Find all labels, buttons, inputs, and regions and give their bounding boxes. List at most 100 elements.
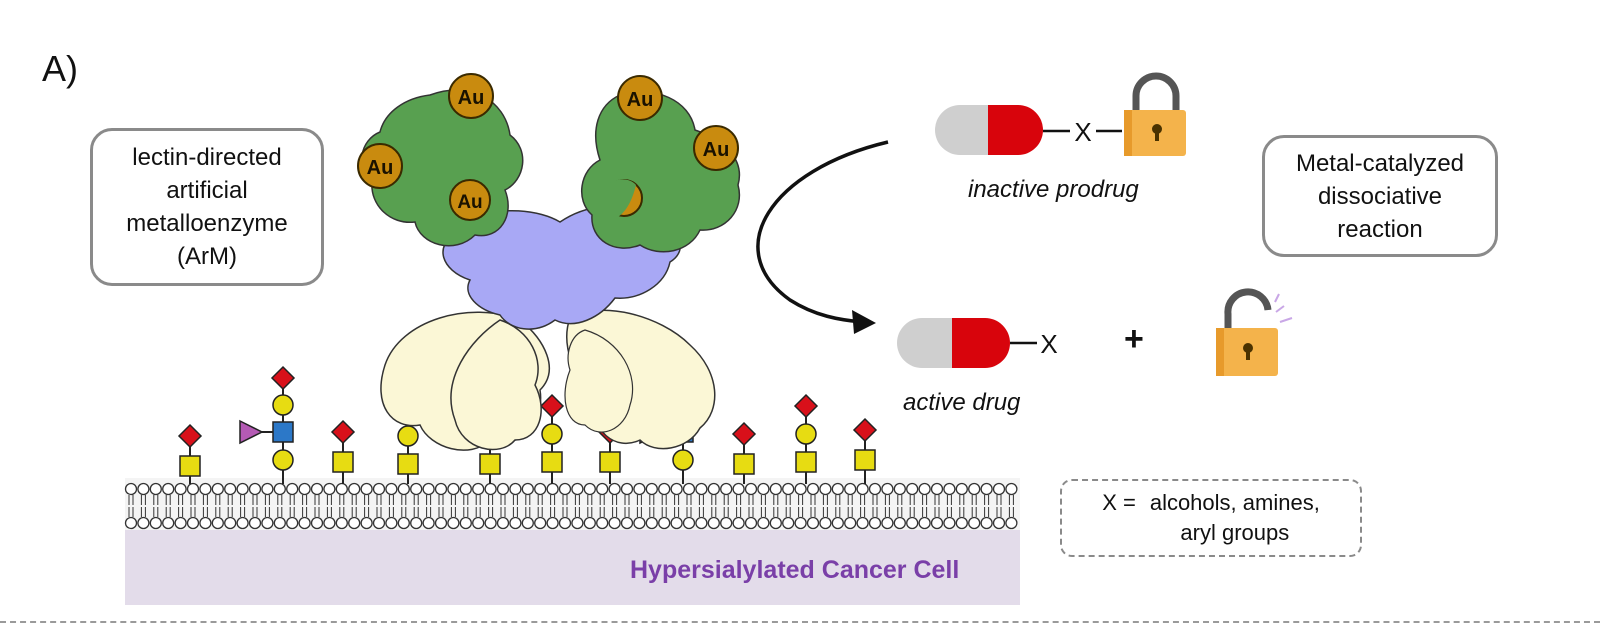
lipid-head-bottom <box>273 516 286 530</box>
lipid-tail-bottom <box>587 507 593 517</box>
lipid-tail-top <box>388 495 394 505</box>
lipid-head-bottom <box>583 516 596 530</box>
lipid-tail-top <box>178 495 184 505</box>
prodrug-label: inactive prodrug <box>968 176 1139 203</box>
lipid-head-bottom <box>484 516 497 530</box>
lipid-head-top <box>434 482 448 496</box>
lipid-tail-bottom <box>364 507 370 517</box>
lipid-tail-bottom <box>847 507 853 517</box>
lipid-head-top <box>583 482 596 496</box>
lipid-tail-top <box>488 495 494 505</box>
lipid-head-top <box>410 482 423 496</box>
lipid-head-bottom <box>744 516 758 530</box>
drug-linker-x: X <box>1040 329 1057 359</box>
lipid-tail-bottom <box>289 507 295 517</box>
lipid-tail-bottom <box>785 507 791 517</box>
lipid-head-bottom <box>918 516 931 530</box>
lipid-head-top <box>360 482 373 496</box>
lipid-head-top <box>645 482 658 496</box>
arm-box-line-2: artificial <box>166 177 248 204</box>
cell-label: Hypersialylated Cancer Cell <box>630 556 960 584</box>
prodrug-linker-x: X <box>1074 117 1091 147</box>
lipid-head-bottom <box>310 516 324 530</box>
lipid-tail-bottom <box>326 507 332 517</box>
lipid-head-bottom <box>831 516 844 530</box>
lipid-head-top <box>162 482 175 496</box>
lipid-tail-bottom <box>165 507 171 517</box>
lipid-head-bottom <box>819 516 832 530</box>
lipid-head-bottom <box>137 516 150 530</box>
galactose-circle <box>272 449 294 471</box>
sialic-acid-diamond <box>731 421 757 447</box>
lipid-tail-bottom <box>463 507 469 517</box>
lipid-tail-top <box>512 495 518 505</box>
lipid-head-bottom <box>162 516 175 530</box>
lipid-tail-top <box>760 495 766 505</box>
gold-nanoparticle-icon: Au <box>448 73 494 119</box>
lipid-tail-bottom <box>339 507 345 517</box>
lipid-tail-bottom <box>140 507 146 517</box>
lipid-tail-bottom <box>711 507 717 517</box>
lipid-tail-top <box>252 495 258 505</box>
lipid-tail-top <box>612 495 618 505</box>
lipid-tail-top <box>438 495 444 505</box>
lipid-tail-bottom <box>562 507 568 517</box>
lipid-tail-bottom <box>934 507 940 517</box>
lipid-tail-top <box>723 495 729 505</box>
lipid-tail-top <box>698 495 704 505</box>
lipid-tail-bottom <box>537 507 543 517</box>
lipid-head-top <box>844 482 857 496</box>
lipid-tail-bottom <box>736 507 742 517</box>
sugar-square <box>541 451 563 473</box>
lipid-tail-top <box>946 495 952 505</box>
plus-sign: + <box>1124 320 1144 358</box>
lipid-head-bottom <box>372 516 386 530</box>
lipid-head-top <box>236 482 249 496</box>
lipid-head-top <box>732 482 745 496</box>
lipid-tail-top <box>674 495 680 505</box>
lipid-tail-bottom <box>674 507 680 517</box>
lipid-head-top <box>472 482 485 496</box>
lipid-head-top <box>757 482 770 496</box>
lipid-head-bottom <box>261 516 274 530</box>
lipid-tail-top <box>884 495 890 505</box>
lipid-head-top <box>608 482 621 496</box>
lipid-tail-bottom <box>661 507 667 517</box>
lipid-tail-top <box>500 495 506 505</box>
lipid-head-top <box>385 482 398 496</box>
lipid-tail-bottom <box>686 507 692 517</box>
lipid-tail-top <box>537 495 543 505</box>
lipid-tail-bottom <box>413 507 419 517</box>
sugar-square <box>854 449 876 471</box>
lipid-tail-bottom <box>550 507 556 517</box>
lipid-head-top <box>806 482 820 496</box>
reaction-arrowhead <box>852 310 876 334</box>
lipid-head-bottom <box>124 516 138 530</box>
lipid-tail-bottom <box>525 507 531 517</box>
arm-box-line-3: metalloenzyme <box>126 210 288 237</box>
lipid-tail-top <box>587 495 593 505</box>
lipid-head-bottom <box>955 516 968 530</box>
lipid-tail-top <box>364 495 370 505</box>
lipid-head-bottom <box>335 516 348 530</box>
lipid-head-bottom <box>558 516 572 530</box>
lipid-head-bottom <box>410 516 423 530</box>
lipid-tail-top <box>996 495 1002 505</box>
lectin-green-overlap-left <box>431 171 451 210</box>
lipid-head-top <box>992 482 1006 496</box>
reaction-box-line-3: reaction <box>1337 215 1423 243</box>
lipid-tail-top <box>525 495 531 505</box>
lipid-head-top <box>819 482 832 496</box>
gold-nanoparticle-icon: Au <box>693 125 739 171</box>
lectin-tail-right-2 <box>564 329 634 433</box>
active-drug-pill-capsule-icon <box>897 318 1037 368</box>
lipid-head-bottom <box>769 516 782 530</box>
lipid-head-bottom <box>509 516 522 530</box>
lipid-head-bottom <box>211 516 224 530</box>
sugar-square <box>733 453 755 475</box>
sugar-square <box>272 421 294 443</box>
galactose-circle <box>672 449 694 471</box>
lipid-tail-bottom <box>388 507 394 517</box>
lipid-head-top <box>137 482 150 496</box>
lipid-tail-top <box>277 495 283 505</box>
